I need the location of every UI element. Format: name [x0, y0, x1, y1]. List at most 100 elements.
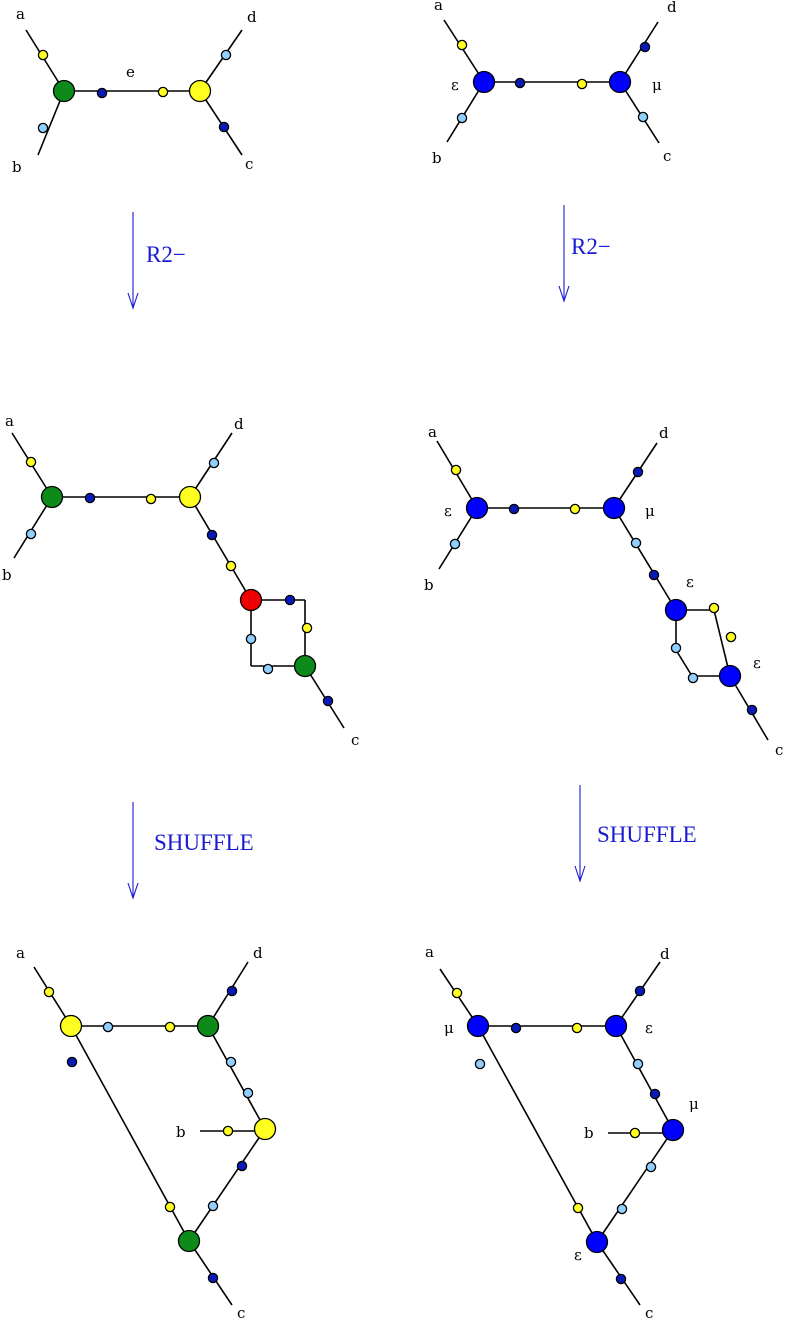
edge-marker-yellow	[708, 602, 720, 614]
edge-marker-navy	[514, 77, 526, 89]
edge-marker-navy	[648, 569, 660, 581]
edge-marker-navy	[508, 503, 520, 515]
graph-edge	[37, 90, 65, 156]
vertex-red	[239, 588, 263, 612]
label-mu: μ	[444, 1019, 454, 1037]
edge-marker-lightblue	[670, 642, 682, 654]
vertex-blue	[718, 664, 742, 688]
label-a: a	[425, 943, 434, 961]
edge-marker-yellow	[37, 49, 49, 61]
edge-marker-lightblue	[242, 1087, 254, 1099]
label-a: a	[5, 412, 14, 430]
label-b: b	[584, 1124, 594, 1142]
edge-marker-yellow	[43, 986, 55, 998]
label-a: a	[16, 5, 25, 23]
graph-edge	[25, 29, 65, 92]
edge-marker-yellow	[222, 1125, 234, 1137]
edge-marker-lightblue	[37, 122, 49, 134]
label-mu: μ	[645, 502, 655, 520]
vertex-green	[40, 485, 64, 509]
arrow-head	[127, 292, 139, 310]
arrow-head	[127, 882, 139, 900]
edge-marker-yellow	[571, 1022, 583, 1034]
operation-label: SHUFFLE	[154, 830, 254, 855]
edge-marker-lightblue	[456, 112, 468, 124]
vertex-blue	[585, 1230, 609, 1254]
edge-marker-lightblue	[207, 1200, 219, 1212]
label-a: a	[16, 944, 25, 962]
arrow-head	[558, 285, 570, 303]
label-d: d	[660, 945, 670, 963]
vertex-blue	[604, 1014, 628, 1038]
edge-marker-navy	[510, 1022, 522, 1034]
edge-marker-yellow	[145, 493, 157, 505]
edge-marker-lightblue	[637, 111, 649, 123]
label-epsilon: ε	[753, 654, 761, 672]
edge-marker-navy	[236, 1160, 248, 1172]
edge-marker-navy	[634, 985, 646, 997]
edge-marker-lightblue	[245, 633, 257, 645]
operation-label: R2−	[146, 242, 186, 267]
graph-edge	[304, 665, 345, 729]
edge-marker-navy	[206, 529, 218, 541]
edge-marker-lightblue	[208, 457, 220, 469]
edge-marker-navy	[66, 1056, 78, 1068]
edge-marker-yellow	[157, 86, 169, 98]
edge-marker-navy	[96, 87, 108, 99]
graph-edge	[613, 507, 677, 611]
edge-marker-lightblue	[630, 537, 642, 549]
edge-marker-yellow	[451, 987, 463, 999]
vertex-blue	[466, 1014, 490, 1038]
edge-marker-navy	[632, 466, 644, 478]
vertex-blue	[472, 70, 496, 94]
label-b: b	[2, 566, 12, 584]
edge-marker-yellow	[725, 631, 737, 643]
edge-marker-yellow	[301, 622, 313, 634]
graph-edge	[619, 21, 659, 83]
vertex-yellow	[253, 1117, 277, 1141]
label-epsilon: ε	[645, 1019, 653, 1037]
edge-marker-navy	[615, 1273, 627, 1285]
edge-marker-lightblue	[632, 1058, 644, 1070]
label-c: c	[775, 741, 783, 759]
edge-marker-lightblue	[616, 1203, 628, 1215]
graph-edge	[443, 19, 485, 83]
label-d: d	[247, 8, 257, 26]
edge-marker-navy	[284, 594, 296, 606]
edge-marker-navy	[226, 985, 238, 997]
label-b: b	[12, 158, 22, 176]
graph-edge	[675, 649, 693, 677]
vertex-blue	[608, 70, 632, 94]
vertex-blue	[602, 496, 626, 520]
graph-edge	[615, 1025, 674, 1131]
graph-edge	[596, 1241, 641, 1306]
label-e: e	[126, 63, 135, 81]
edge-marker-navy	[639, 41, 651, 53]
edge-marker-yellow	[225, 560, 237, 572]
label-b: b	[424, 576, 434, 594]
edge-marker-navy	[746, 704, 758, 716]
operation-label: SHUFFLE	[597, 822, 697, 847]
label-c: c	[237, 1304, 245, 1320]
edge-marker-navy	[218, 121, 230, 133]
operation-label: R2−	[571, 234, 611, 259]
edge-marker-lightblue	[645, 1161, 657, 1173]
label-mu: μ	[689, 1095, 699, 1113]
edge-marker-lightblue	[25, 528, 37, 540]
edge-marker-lightblue	[225, 1056, 237, 1068]
vertex-yellow	[178, 485, 202, 509]
edge-marker-navy	[649, 1088, 661, 1100]
edge-marker-lightblue	[474, 1058, 486, 1070]
label-d: d	[234, 415, 244, 433]
label-a: a	[434, 0, 443, 14]
edge-marker-navy	[322, 695, 334, 707]
label-epsilon: ε	[686, 573, 694, 591]
label-epsilon: ε	[451, 76, 459, 94]
graph-edge	[13, 496, 53, 559]
edge-marker-lightblue	[449, 538, 461, 550]
edge-marker-lightblue	[687, 672, 699, 684]
edge-marker-lightblue	[220, 49, 232, 61]
label-mu: μ	[652, 76, 662, 94]
label-d: d	[659, 424, 669, 442]
label-c: c	[245, 155, 253, 173]
